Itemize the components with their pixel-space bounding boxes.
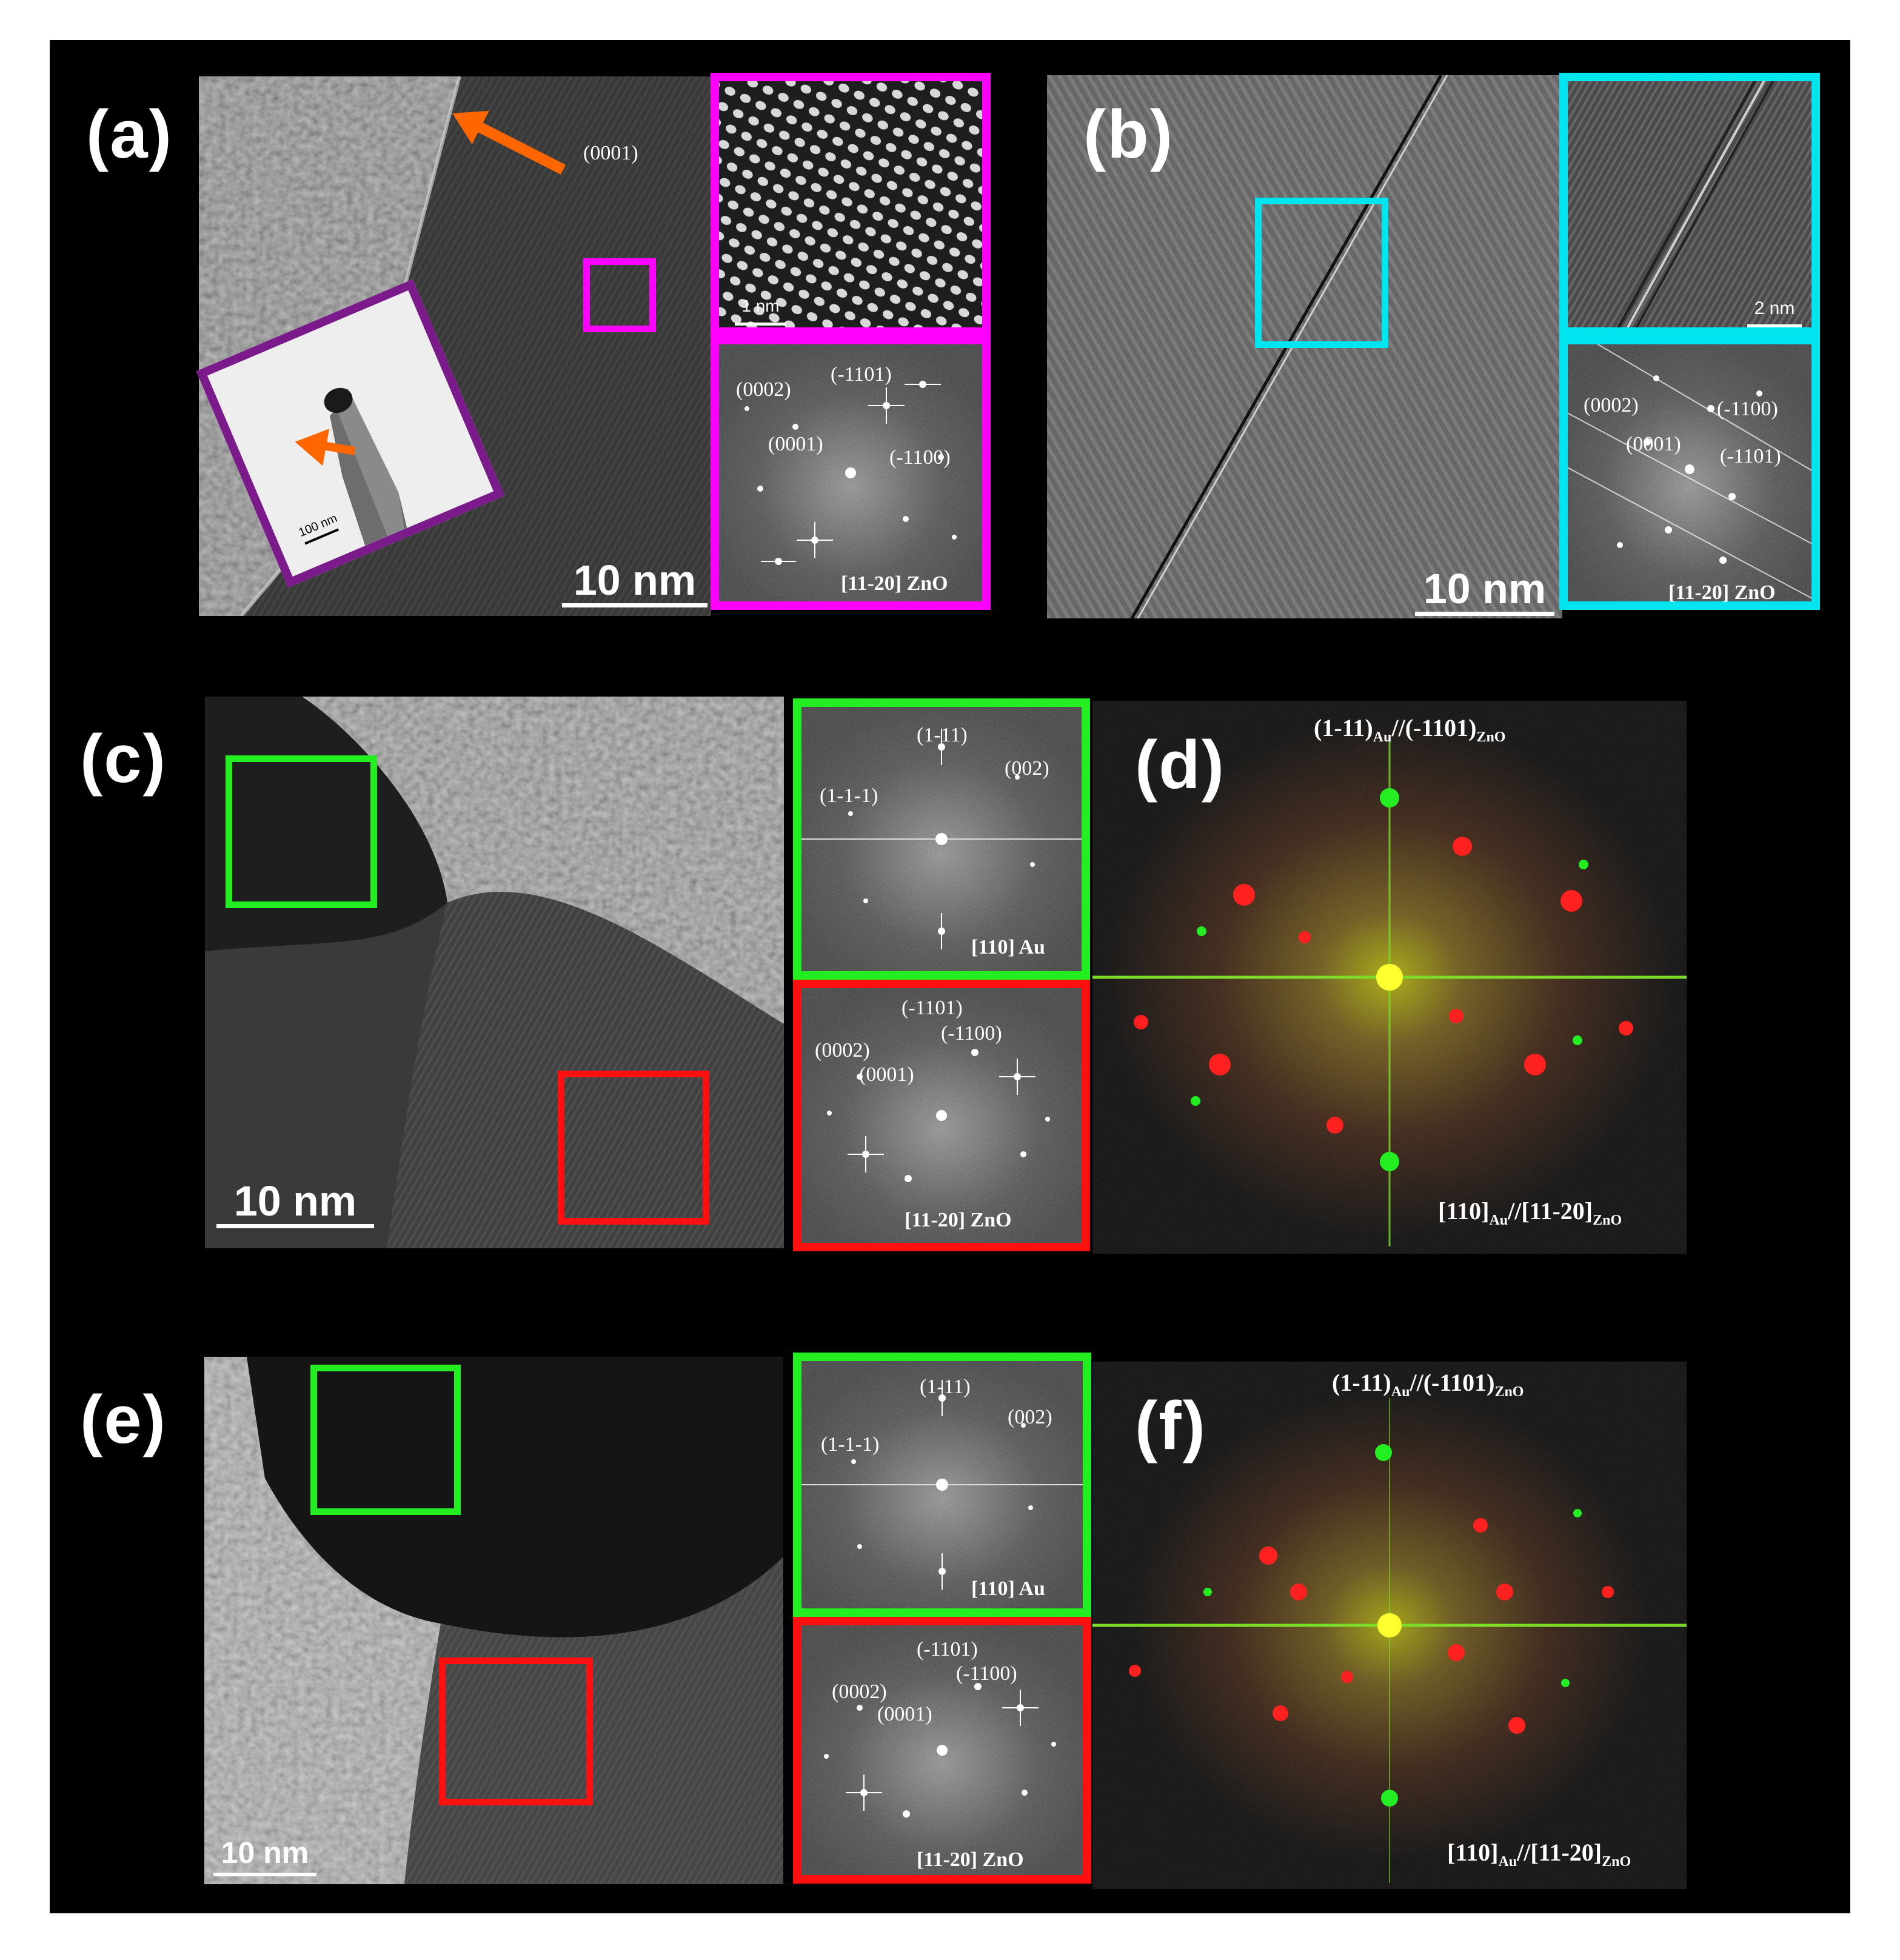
panel-a-label: (a): [86, 96, 173, 172]
fft-index: (0001): [768, 433, 823, 455]
fft-index: (0001): [859, 1063, 914, 1086]
panel-a-hr-frame: [711, 73, 991, 336]
fft-index: (-1101): [831, 363, 892, 386]
fft-index: (-1100): [956, 1662, 1017, 1685]
panel-e-tem-image: [204, 1357, 783, 1884]
orientation-relation-bottom: [110]Au//[11-20]ZnO: [1447, 1839, 1631, 1870]
panel-a-fft-frame: [711, 336, 991, 610]
fft-index: (-1101): [917, 1638, 978, 1661]
fft-index: (-1101): [901, 997, 963, 1019]
zone-axis-label: [11-20] ZnO: [1668, 581, 1776, 604]
panel-b-hr-image: [1559, 73, 1820, 336]
fft-index: (-1101): [1720, 445, 1781, 467]
panel-d-label: (d): [1135, 727, 1226, 803]
fft-index: (-1100): [889, 446, 951, 469]
orientation-relation-top: (1-11)Au//(-1101)ZnO: [1332, 1369, 1524, 1400]
panel-b-fft: [1559, 336, 1820, 610]
panel-b-scale-bar: 10 nm: [1415, 561, 1554, 622]
panel-a-scale-bar: 10 nm: [562, 553, 707, 614]
panel-c-au-fft-frame: [793, 698, 1090, 980]
fft-index: (1-1-1): [820, 784, 878, 807]
panel-c-tem-image: [205, 697, 784, 1248]
fft-index: (0002): [1584, 394, 1639, 416]
panel-c-zno-fft-frame: [793, 980, 1090, 1251]
fft-index: (1-11): [917, 724, 968, 746]
inset-low-mag-nanowire: 100 nm: [196, 279, 505, 588]
fft-index: (0002): [736, 378, 791, 401]
panel-c-au-roi-box: [226, 755, 377, 908]
panel-c-zno-fft: [793, 980, 1090, 1251]
panel-e-zno-fft-frame: [793, 1617, 1091, 1884]
panel-a-fft: [711, 336, 991, 610]
zone-axis-label: [110] Au: [971, 1577, 1045, 1600]
fft-index: (002): [1005, 757, 1049, 780]
panel-e-au-fft-frame: [793, 1353, 1091, 1617]
panel-c-scale-bar: 10 nm: [216, 1174, 374, 1234]
panel-e-zno-fft: [793, 1617, 1091, 1884]
fft-index: (0001): [1626, 433, 1681, 455]
zone-axis-label: [11-20] ZnO: [905, 1209, 1012, 1231]
fft-index: (1-1-1): [821, 1433, 880, 1456]
panel-f-merged-fft: [1092, 1362, 1687, 1889]
panel-b-roi-box: [1255, 198, 1388, 348]
fft-index: (002): [1008, 1406, 1052, 1428]
panel-a-roi-box: [583, 258, 656, 332]
panel-c-au-fft: [793, 698, 1090, 980]
zone-axis-label: [11-20] ZnO: [841, 572, 948, 595]
fft-index: (0001): [877, 1703, 932, 1725]
panel-b-hr-frame: [1559, 73, 1820, 336]
panel-b-fft-frame: [1559, 336, 1820, 610]
figure-canvas: (a) (0001) 100 nm 10 nm 1 nm: [50, 40, 1850, 1913]
zone-axis-label: [11-20] ZnO: [917, 1848, 1024, 1871]
panel-b-label: (b): [1083, 96, 1174, 172]
fft-index: (0002): [832, 1681, 887, 1703]
fft-index: (1-11): [920, 1376, 971, 1398]
fft-index: (0002): [815, 1039, 870, 1062]
zone-axis-label: [110] Au: [971, 936, 1045, 958]
panel-e-label: (e): [80, 1382, 167, 1457]
panel-d-merged-fft: [1092, 701, 1687, 1254]
panel-b-hr-scale-bar: 2 nm: [1747, 299, 1802, 327]
panel-f-label: (f): [1135, 1388, 1206, 1463]
fft-index: (-1100): [941, 1022, 1002, 1045]
panel-e-au-fft: [793, 1353, 1091, 1617]
panel-a-hr-image: [711, 73, 991, 336]
orientation-relation-top: (1-11)Au//(-1101)ZnO: [1314, 714, 1506, 745]
panel-a-hr-scale-bar: 1 nm: [735, 298, 786, 326]
panel-e-au-roi-box: [310, 1365, 461, 1515]
panel-e-zno-roi-box: [439, 1657, 593, 1805]
orientation-relation-bottom: [110]Au//[11-20]ZnO: [1438, 1197, 1622, 1228]
panel-e-scale-bar: 10 nm: [213, 1838, 316, 1880]
arrow-label-0001: (0001): [583, 142, 638, 164]
panel-c-label: (c): [80, 721, 167, 797]
panel-a-tem-image: [199, 76, 711, 616]
fft-index: (-1100): [1717, 398, 1778, 420]
panel-c-zno-roi-box: [558, 1071, 709, 1225]
